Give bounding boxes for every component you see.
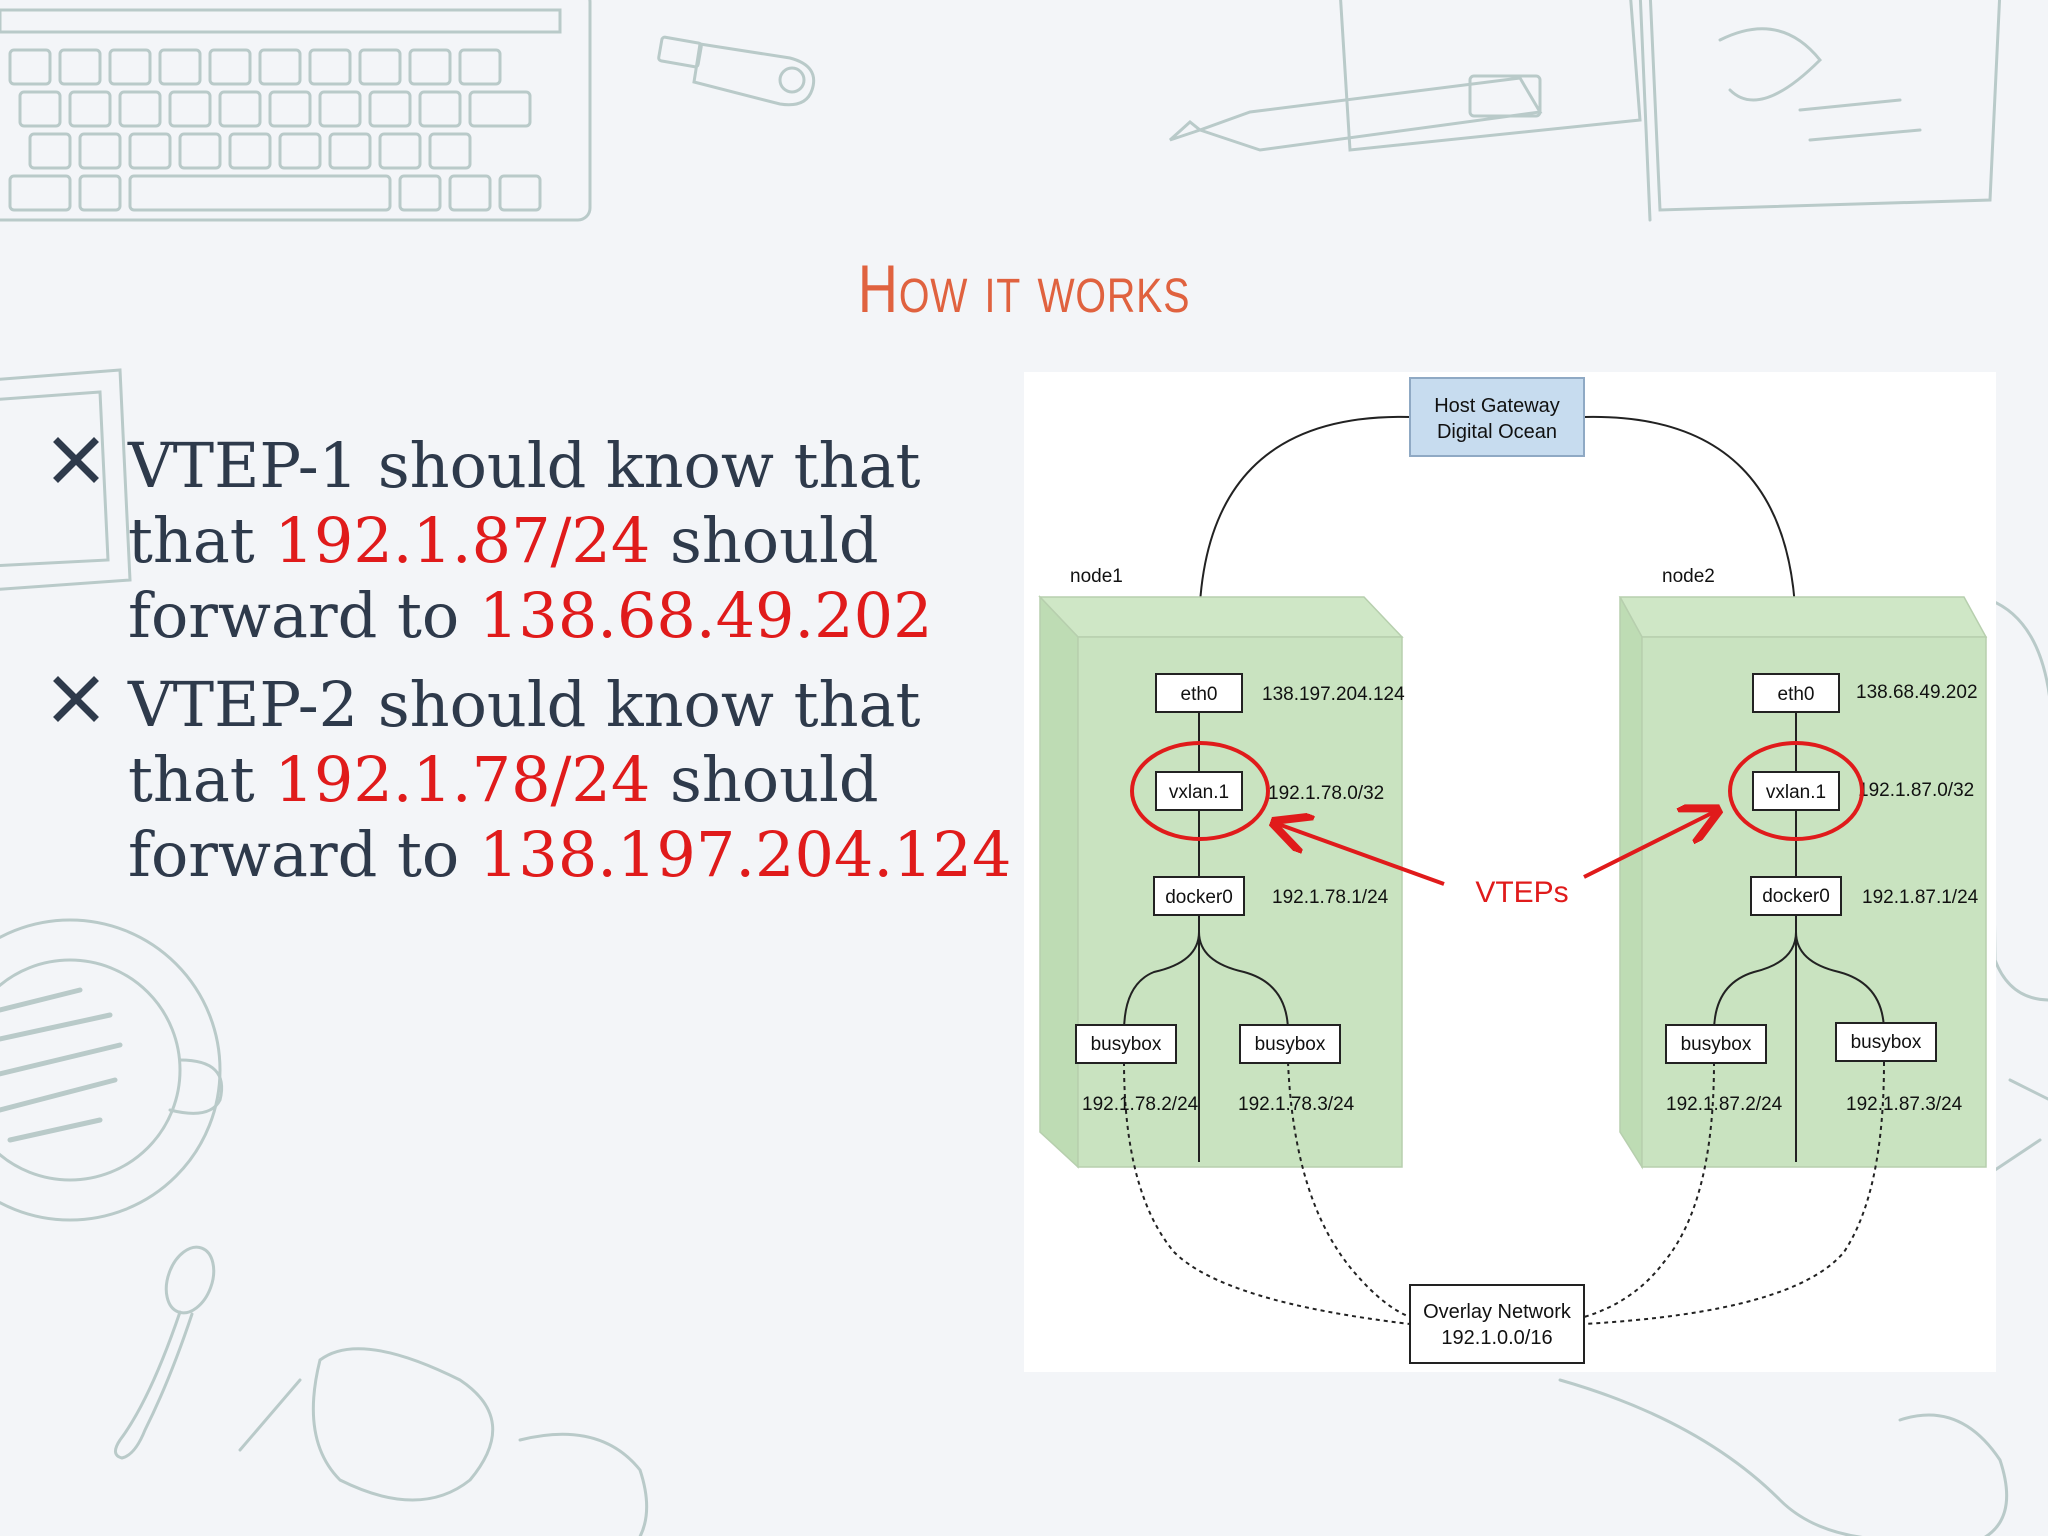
- node1-docker-label: docker0: [1165, 887, 1233, 908]
- overlay-link: [1583, 1061, 1885, 1325]
- bullet-text: that: [128, 743, 275, 816]
- node1-label: node1: [1070, 566, 1123, 587]
- gateway-link-node1: [1198, 415, 1411, 674]
- node2-busybox-b-ip: 192.1.87.3/24: [1846, 1094, 1963, 1115]
- node2-busybox-a-box: [1665, 1024, 1767, 1064]
- node1-docker-box: [1153, 876, 1245, 916]
- vteps-label: VTEPs: [1475, 876, 1568, 909]
- node2-eth0-ip: 138.68.49.202: [1856, 682, 1978, 703]
- bullet-text: should: [650, 743, 879, 816]
- bullet-text: forward to: [128, 579, 479, 652]
- coffee-cup-doodle-icon: [0, 918, 223, 1222]
- gateway-label-1: Host Gateway: [1434, 395, 1560, 417]
- bullet-text: should: [650, 504, 879, 577]
- node2-eth0-label: eth0: [1778, 684, 1815, 705]
- overlay-link: [1123, 1061, 1411, 1325]
- gateway-link-node2: [1583, 415, 1797, 674]
- cross-bullet-icon: [53, 676, 99, 722]
- host-gateway-box: [1409, 377, 1585, 457]
- bullet-item: VTEP-2 should know that that 192.1.78/24…: [50, 667, 1012, 892]
- node1-vxlan-ip: 192.1.78.0/32: [1268, 783, 1384, 804]
- node2-busybox-a-ip: 192.1.87.2/24: [1666, 1094, 1783, 1115]
- bullet-line-1: VTEP-1 should know that: [128, 429, 921, 502]
- overlay-network-box: [1409, 1284, 1585, 1364]
- bullet-line-3: forward to 138.197.204.124: [128, 817, 1012, 892]
- overlay-label-1: Overlay Network: [1423, 1301, 1572, 1323]
- node2-eth0-box: [1752, 673, 1840, 713]
- bullet-line-2: that 192.1.87/24 should: [128, 503, 1010, 578]
- photo-frame-doodle-icon: [0, 368, 132, 591]
- bullet-text: that: [128, 504, 275, 577]
- node1-docker-ip: 192.1.78.1/24: [1272, 887, 1389, 908]
- node1-busybox-b-label: busybox: [1255, 1034, 1326, 1055]
- bullet-line-3: forward to 138.68.49.202: [128, 578, 1010, 653]
- highlight-subnet: 192.1.87/24: [274, 504, 651, 577]
- overlay-link: [1287, 1061, 1411, 1318]
- spoon-doodle-icon: [114, 1245, 216, 1460]
- node1-vxlan-label: vxlan.1: [1169, 782, 1229, 803]
- node2-vxlan-ip: 192.1.87.0/32: [1858, 780, 1974, 801]
- bullet-line-1: VTEP-2 should know that: [128, 668, 921, 741]
- notebook-doodle-icon: [1339, 0, 2002, 222]
- vxlan-network-diagram: Host Gateway Digital Ocean Overlay Netwo…: [1024, 372, 1996, 1372]
- usb-stick-doodle-icon: [657, 35, 816, 107]
- bullet-text: forward to: [128, 818, 479, 891]
- gateway-label-2: Digital Ocean: [1437, 421, 1557, 443]
- node1-busybox-b-box: [1239, 1024, 1341, 1064]
- node2-vxlan-box: [1752, 771, 1840, 811]
- device-doodle-icon: [1558, 597, 2048, 1536]
- node2-busybox-b-box: [1835, 1022, 1937, 1062]
- vtep-arrow-left: [1278, 824, 1445, 886]
- node2-docker-box: [1750, 876, 1842, 916]
- node1-busybox-a-ip: 192.1.78.2/24: [1082, 1094, 1199, 1115]
- node1-eth0-box: [1155, 673, 1243, 713]
- node2-label: node2: [1662, 566, 1715, 587]
- keyboard-doodle-icon: [0, 0, 592, 222]
- node2-busybox-b-label: busybox: [1851, 1032, 1922, 1053]
- slide-title: How it works: [857, 251, 1191, 327]
- glasses-doodle-icon: [238, 1347, 649, 1536]
- node1-eth0-label: eth0: [1181, 684, 1218, 705]
- overlay-label-2: 192.1.0.0/16: [1441, 1327, 1552, 1349]
- bullet-item: VTEP-1 should know that that 192.1.87/24…: [50, 428, 1010, 653]
- cross-bullet-icon: [53, 437, 99, 483]
- node1-busybox-a-box: [1075, 1024, 1177, 1064]
- node2-docker-label: docker0: [1762, 886, 1830, 907]
- highlight-subnet: 192.1.78/24: [274, 743, 651, 816]
- highlight-ip: 138.197.204.124: [478, 818, 1012, 891]
- node1-vxlan-box: [1155, 771, 1243, 811]
- bullet-line-2: that 192.1.78/24 should: [128, 742, 1010, 817]
- node2-vxlan-label: vxlan.1: [1766, 782, 1826, 803]
- node1-busybox-a-label: busybox: [1091, 1034, 1162, 1055]
- node2-docker-ip: 192.1.87.1/24: [1862, 887, 1979, 908]
- overlay-link: [1583, 1061, 1715, 1318]
- node1-eth0-ip: 138.197.204.124: [1262, 684, 1405, 705]
- vtep-arrow-right: [1583, 812, 1714, 879]
- node1-vtep-highlight: [1130, 741, 1270, 841]
- pen-doodle-icon: [1168, 74, 1543, 152]
- bullet-list: VTEP-1 should know that that 192.1.87/24…: [50, 428, 1012, 906]
- highlight-ip: 138.68.49.202: [478, 579, 933, 652]
- node1-busybox-b-ip: 192.1.78.3/24: [1238, 1094, 1355, 1115]
- node2-busybox-a-label: busybox: [1681, 1034, 1752, 1055]
- node2-vtep-highlight: [1728, 741, 1864, 841]
